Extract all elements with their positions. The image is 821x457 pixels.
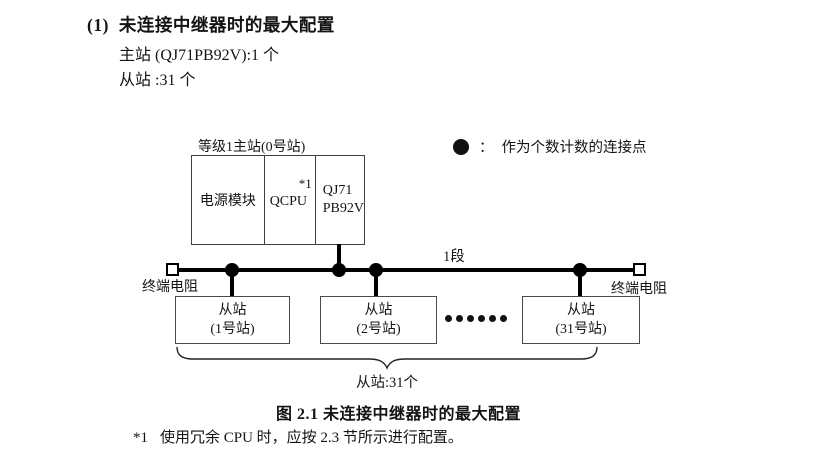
legend-colon: ： [479, 140, 494, 156]
slave31-drop-line [578, 270, 582, 297]
ellipsis-dot [478, 315, 485, 322]
master-count-text: 主站 (QJ71PB92V):1 个 [119, 47, 280, 64]
slave1-station: (1号站) [210, 322, 255, 337]
figure-caption: 图 2.1 未连接中继器时的最大配置 [275, 406, 521, 423]
terminator-right-label: 终端电阻 [611, 282, 667, 297]
master-drop-line [337, 244, 341, 270]
slave31-name: 从站 [567, 303, 595, 318]
slave2-box: 从站 (2号站) [320, 296, 437, 344]
slave1-drop-line [230, 270, 234, 297]
slave31-station: (31号站) [555, 322, 607, 337]
module-name-line1: QJ71 [322, 183, 353, 198]
module-name-line2: PB92V [322, 201, 364, 216]
connection-point-icon [453, 138, 469, 155]
power-module-cell: 电源模块 [192, 156, 265, 244]
segment-label: 1段 [443, 249, 465, 265]
terminator-left-icon [166, 263, 179, 276]
legend: ： 作为个数计数的连接点 [453, 136, 647, 157]
ellipsis-dot [500, 315, 507, 322]
section-number: (1) [87, 15, 109, 35]
footnote-marker: *1 [133, 430, 148, 446]
terminator-left-label: 终端电阻 [142, 280, 198, 295]
connection-dot-master [332, 263, 346, 277]
slave2-station: (2号站) [356, 322, 401, 337]
slave-count-text: 从站 :31 个 [119, 72, 196, 89]
slave-total-label: 从站:31个 [355, 375, 419, 391]
footnote-text: 使用冗余 CPU 时，应按 2.3 节所示进行配置。 [160, 430, 463, 446]
terminator-right-icon [633, 263, 646, 276]
slave31-box: 从站 (31号站) [522, 296, 640, 344]
brace-graphic [176, 346, 598, 370]
slave-ellipsis [445, 315, 507, 322]
master-station-label: 等级1主站(0号站) [198, 140, 306, 155]
power-module-label: 电源模块 [199, 194, 256, 209]
slave1-name: 从站 [218, 303, 247, 318]
pb92v-module-cell: QJ71 PB92V [316, 156, 364, 244]
ellipsis-dot [467, 315, 474, 322]
ellipsis-dot [456, 315, 463, 322]
footnote: *1 使用冗余 CPU 时，应按 2.3 节所示进行配置。 [133, 426, 463, 447]
cpu-footnote-ref: *1 [298, 176, 312, 191]
legend-label: 作为个数计数的连接点 [501, 140, 647, 156]
slave2-name: 从站 [364, 303, 393, 318]
slave1-box: 从站 (1号站) [175, 296, 290, 344]
cpu-label: QCPU [269, 194, 308, 209]
ellipsis-dot [445, 315, 452, 322]
master-station-box: 电源模块 *1 QCPU QJ71 PB92V [191, 155, 365, 245]
cpu-cell: *1 QCPU [265, 156, 316, 244]
section-title: 未连接中继器时的最大配置 [118, 15, 335, 35]
slave2-drop-line [374, 270, 378, 297]
section-heading: (1) 未连接中继器时的最大配置 [87, 12, 335, 37]
bus-line [178, 268, 637, 272]
ellipsis-dot [489, 315, 496, 322]
